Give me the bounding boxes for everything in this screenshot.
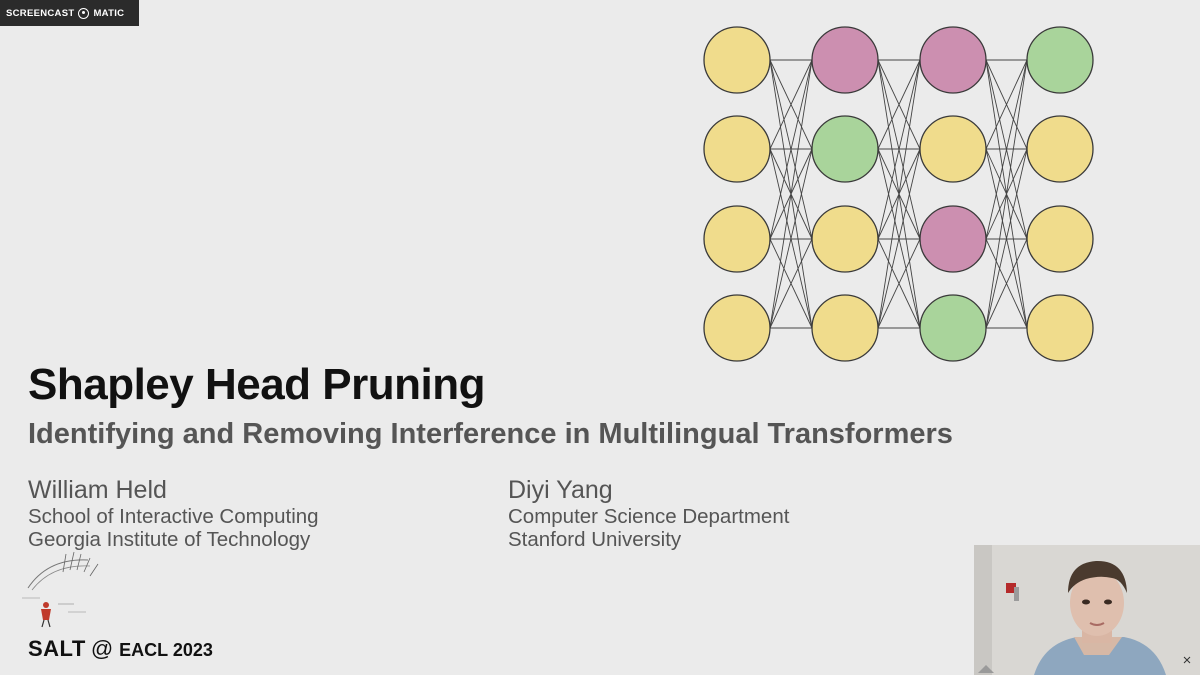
network-node-pink bbox=[919, 205, 987, 273]
slide-title: Shapley Head Pruning bbox=[28, 360, 485, 409]
network-node-pink bbox=[811, 26, 879, 94]
author-block-2: Diyi Yang Computer Science Department St… bbox=[508, 475, 789, 551]
recorder-brand-right: MATIC bbox=[93, 7, 125, 19]
network-node-yellow bbox=[1026, 294, 1094, 362]
webcam-overlay bbox=[974, 545, 1200, 675]
author-block-1: William Held School of Interactive Compu… bbox=[28, 475, 319, 551]
author-name: Diyi Yang bbox=[508, 476, 613, 504]
network-edge bbox=[985, 59, 1028, 150]
lab-venue-line: SALT @ EACL 2023 bbox=[28, 636, 213, 662]
network-edge bbox=[877, 238, 921, 329]
salt-lab-logo bbox=[22, 551, 99, 628]
network-edge bbox=[769, 59, 813, 150]
network-node-yellow bbox=[811, 205, 879, 273]
network-edge bbox=[985, 59, 1028, 329]
network-edge bbox=[769, 148, 813, 329]
recorder-brand-left: SCREENCAST bbox=[6, 7, 75, 19]
author-affiliation-line2: Stanford University bbox=[508, 528, 682, 551]
network-node-green bbox=[811, 115, 879, 183]
network-edge bbox=[769, 59, 813, 240]
network-node-yellow bbox=[703, 294, 771, 362]
network-edge bbox=[769, 238, 813, 329]
record-dot-icon bbox=[78, 7, 90, 19]
network-node-yellow bbox=[703, 205, 771, 273]
network-node-pink bbox=[919, 26, 987, 94]
network-node-yellow bbox=[1026, 115, 1094, 183]
network-edge bbox=[769, 59, 813, 329]
network-node-yellow bbox=[703, 115, 771, 183]
author-name: William Held bbox=[28, 476, 167, 504]
network-node-yellow bbox=[703, 26, 771, 94]
network-edge bbox=[877, 59, 921, 329]
lab-name: SALT bbox=[28, 636, 86, 661]
network-node-yellow bbox=[919, 115, 987, 183]
slide-subtitle: Identifying and Removing Interference in… bbox=[28, 418, 953, 450]
presenter-video bbox=[974, 545, 1200, 675]
network-node-green bbox=[919, 294, 987, 362]
network-edges bbox=[769, 59, 1028, 329]
author-affiliation-line2: Georgia Institute of Technology bbox=[28, 528, 311, 551]
network-node-yellow bbox=[811, 294, 879, 362]
network-edge bbox=[877, 148, 921, 329]
network-edge bbox=[877, 59, 921, 240]
venue-name: EACL 2023 bbox=[119, 640, 213, 660]
network-edge bbox=[877, 59, 921, 150]
author-affiliation-line1: School of Interactive Computing bbox=[28, 505, 319, 528]
network-edge bbox=[985, 238, 1028, 329]
screencast-matic-badge: SCREENCAST MATIC bbox=[0, 0, 139, 26]
author-affiliation-line1: Computer Science Department bbox=[508, 505, 790, 528]
network-node-yellow bbox=[1026, 205, 1094, 273]
network-edge bbox=[985, 148, 1028, 329]
network-node-green bbox=[1026, 26, 1094, 94]
network-edge bbox=[985, 59, 1028, 240]
at-symbol: @ bbox=[90, 636, 114, 661]
